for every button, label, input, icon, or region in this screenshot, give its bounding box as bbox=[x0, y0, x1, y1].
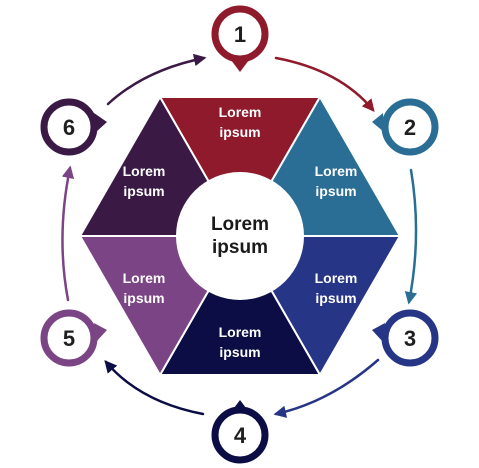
segment-5-label-line2: ipsum bbox=[123, 290, 164, 306]
badge-3: 3 bbox=[372, 309, 439, 367]
cycle-arrows bbox=[61, 53, 418, 418]
badge-4-ring bbox=[211, 406, 269, 464]
segment-2-label-line2: ipsum bbox=[315, 183, 356, 199]
center-label-line1: Lorem bbox=[211, 214, 269, 235]
arrow-6-to-1 bbox=[106, 53, 207, 106]
segment-3-label-line2: ipsum bbox=[315, 290, 356, 306]
segment-6-label-line2: ipsum bbox=[123, 183, 164, 199]
badge-6: 6 bbox=[40, 98, 107, 156]
badge-4: 4 bbox=[211, 400, 269, 464]
badge-1: 1 bbox=[211, 5, 269, 72]
segment-5-label-line1: Lorem bbox=[123, 270, 166, 286]
arrow-1-to-2 bbox=[274, 56, 375, 112]
arrow-2-to-3 bbox=[404, 168, 418, 305]
badge-6-ring bbox=[40, 98, 98, 156]
badge-4-number: 4 bbox=[234, 423, 247, 448]
segment-1-label-line2: ipsum bbox=[219, 124, 260, 140]
arrow-3-to-4 bbox=[273, 358, 380, 418]
badge-1-number: 1 bbox=[234, 22, 246, 47]
badge-1-pointer bbox=[231, 60, 249, 72]
badge-5-number: 5 bbox=[63, 326, 75, 351]
center-label-line2: ipsum bbox=[212, 237, 268, 258]
segment-4-label-line2: ipsum bbox=[219, 344, 260, 360]
badge-2-number: 2 bbox=[404, 115, 416, 140]
badge-3-ring bbox=[381, 309, 439, 367]
badge-5-ring bbox=[40, 309, 98, 367]
segment-6-label-line1: Lorem bbox=[123, 163, 166, 179]
badge-1-ring bbox=[211, 5, 269, 63]
badge-6-number: 6 bbox=[63, 115, 75, 140]
badge-2: 2 bbox=[372, 98, 439, 156]
segment-3-label-line1: Lorem bbox=[315, 270, 358, 286]
arrow-5-to-6 bbox=[61, 165, 75, 302]
segment-1-label-line1: Lorem bbox=[219, 104, 262, 120]
badge-5: 5 bbox=[40, 309, 107, 367]
badge-3-number: 3 bbox=[404, 326, 416, 351]
center-circle bbox=[176, 172, 304, 300]
segment-2-label-line1: Lorem bbox=[315, 163, 358, 179]
arrow-4-to-5 bbox=[104, 360, 205, 416]
segment-4-label-line1: Lorem bbox=[219, 324, 262, 340]
badge-2-ring bbox=[381, 98, 439, 156]
badge-2-pointer bbox=[372, 113, 384, 132]
